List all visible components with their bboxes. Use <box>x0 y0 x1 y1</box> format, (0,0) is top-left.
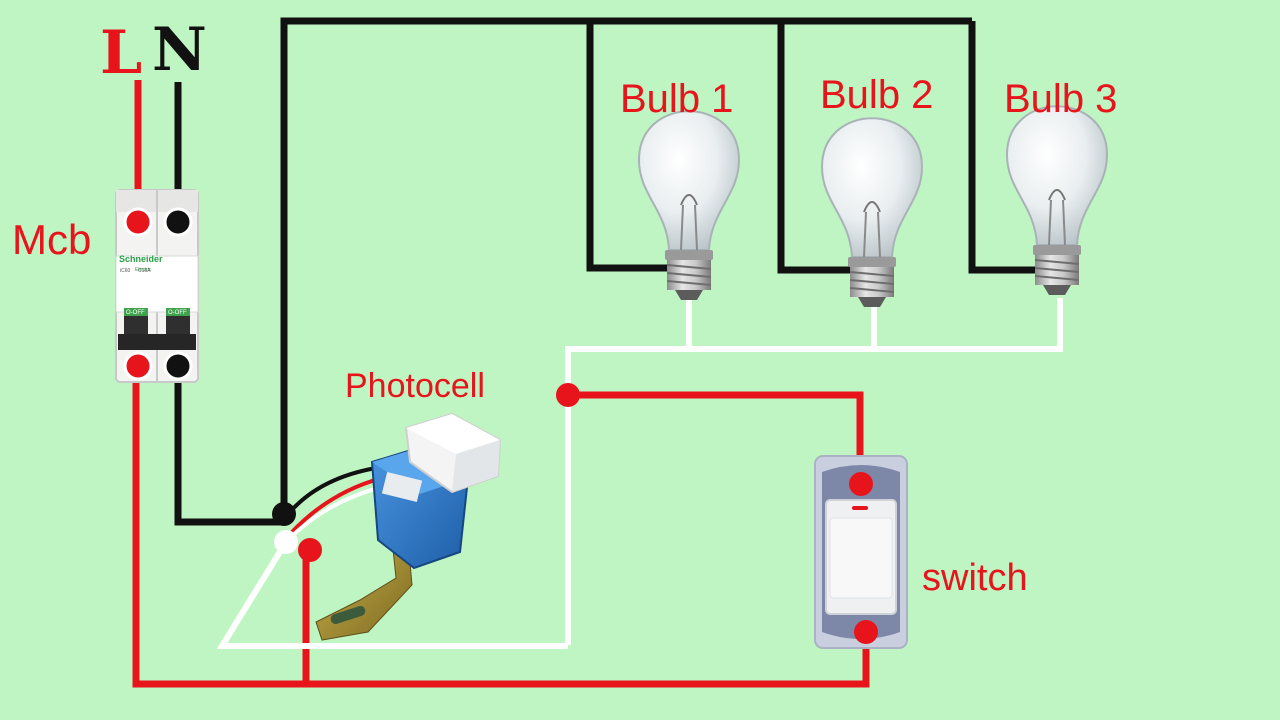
photocell-leads <box>286 466 387 542</box>
switch-bottom-terminal <box>854 620 878 644</box>
switch-to-load-wire <box>568 391 864 482</box>
neutral-mcb-out-wire <box>174 368 284 526</box>
mcb-neutral-out-terminal <box>163 351 193 381</box>
mcb-breaker: Schneider Electric iC60 C16A O-OFF O-OFF <box>115 189 199 383</box>
bulb-2-label: Bulb 2 <box>820 73 933 117</box>
bulb-1 <box>638 110 740 301</box>
switched-load-wires <box>216 298 1063 649</box>
mcb-line-in-terminal <box>123 207 153 237</box>
wall-switch <box>814 455 908 649</box>
bulb-3-label: Bulb 3 <box>1004 77 1117 121</box>
load-bus-wire <box>565 298 1063 645</box>
line-wires <box>132 80 870 688</box>
bulb-1-label: Bulb 1 <box>620 77 733 121</box>
neutral-bulb2-wire <box>777 21 852 274</box>
neutral-label: N <box>152 15 207 85</box>
mcb-neutral-in-terminal <box>163 207 193 237</box>
photocell-load-wire <box>216 540 568 649</box>
switch-load-junction-dot <box>556 383 580 407</box>
mcb-model: iC60 <box>120 268 131 274</box>
neutral-bulb1-wire <box>586 21 668 272</box>
mcb-rating: C16A <box>138 268 151 274</box>
line-junction-dot <box>298 538 322 562</box>
neutral-junction-dot <box>272 502 296 526</box>
neutral-bus-wire <box>280 17 972 515</box>
line-mcb-out-wire <box>132 368 870 688</box>
photocell-label: Photocell <box>345 367 485 405</box>
svg-text:O-OFF: O-OFF <box>168 310 187 316</box>
switch-top-terminal <box>849 472 873 496</box>
photocell-device <box>315 412 502 641</box>
switch-label: switch <box>922 557 1028 599</box>
mcb-sub-brand: Electric <box>135 267 152 273</box>
svg-text:O-OFF: O-OFF <box>126 310 145 316</box>
load-junction-dot <box>274 530 298 554</box>
mcb-line-out-terminal <box>123 351 153 381</box>
neutral-bulb3-wire <box>968 21 1038 274</box>
mcb-brand: Schneider <box>119 254 163 264</box>
neutral-wires <box>174 17 1038 526</box>
bulb-2 <box>821 117 923 308</box>
line-label: L <box>100 18 142 88</box>
mcb-label: Mcb <box>12 216 91 263</box>
